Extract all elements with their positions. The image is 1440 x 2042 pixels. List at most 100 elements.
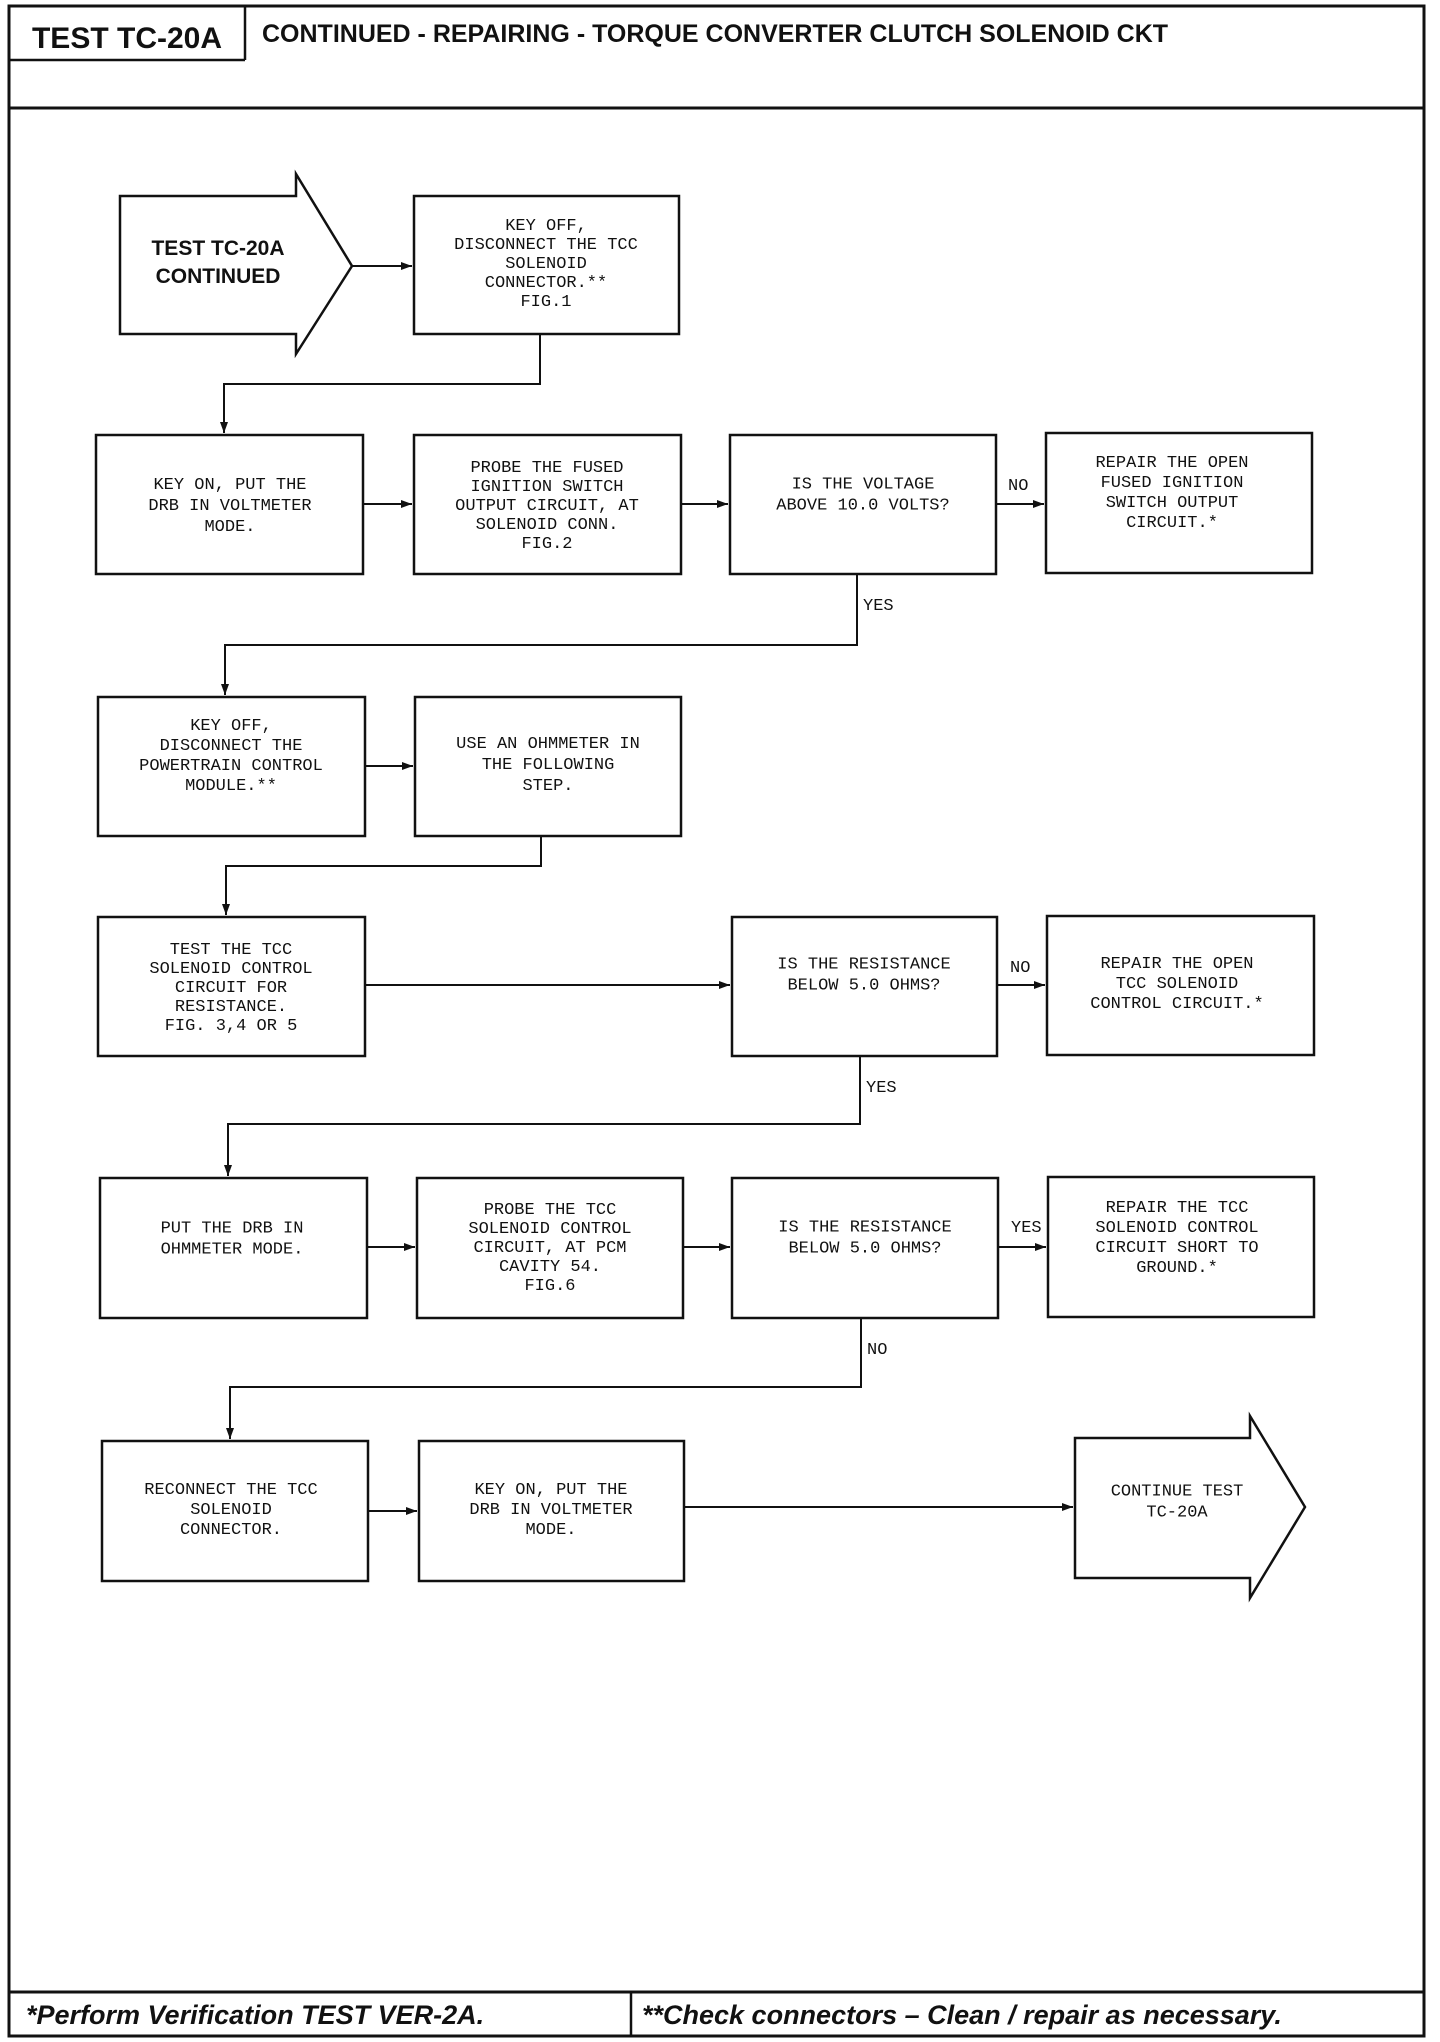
box-text-line: CONTINUED <box>156 265 281 288</box>
box-text-line: RESISTANCE. <box>175 998 287 1017</box>
node-n11: PUT THE DRB IN OHMMETER MODE. <box>161 1220 304 1260</box>
box-text-line: BELOW 5.0 OHMS? <box>787 977 940 996</box>
box-text-line: STEP. <box>522 777 573 796</box>
box-n13 <box>730 1176 1000 1320</box>
footer: *Perform Verification TEST VER-2A. **Che… <box>9 1990 1424 2036</box>
box-text-line: SWITCH OUTPUT <box>1106 494 1239 513</box>
node-n7: USE AN OHMMETER IN THE FOLLOWING STEP. <box>456 735 640 796</box>
box-text-line: FIG. 3,4 OR 5 <box>165 1017 298 1036</box>
box-text-line: BELOW 5.0 OHMS? <box>788 1240 941 1259</box>
page-border <box>7 4 1426 2038</box>
conn-n1-n2 <box>220 334 541 433</box>
box-text-line: MODE. <box>525 1521 576 1540</box>
box-text-line: PUT THE DRB IN <box>161 1220 304 1239</box>
box-text-line: CONNECTOR. <box>180 1521 282 1540</box>
box-text-line: DRB IN VOLTMETER <box>148 497 311 516</box>
box-text-line: SOLENOID <box>190 1501 272 1520</box>
box-text-line: KEY ON, PUT THE <box>474 1481 627 1500</box>
box-text-line: RECONNECT THE TCC <box>144 1481 317 1500</box>
box-text-line: SOLENOID CONTROL <box>149 960 312 979</box>
process-boxes <box>94 194 1316 1583</box>
conn-n13-n15 <box>226 1318 862 1439</box>
box-n16 <box>417 1439 686 1583</box>
box-n4 <box>728 433 998 576</box>
box-text-line: CIRCUIT SHORT TO <box>1095 1239 1258 1258</box>
box-n2 <box>94 433 365 576</box>
box-n7 <box>413 695 683 838</box>
box-text-line: TEST TC-20A <box>151 237 284 260</box>
box-text-line: TC-20A <box>1146 1504 1208 1523</box>
box-text-line: REPAIR THE OPEN <box>1095 454 1248 473</box>
label-no-1: NO <box>1008 477 1028 496</box>
box-text-line: OUTPUT CIRCUIT, AT <box>455 497 639 516</box>
box-n3 <box>412 433 683 576</box>
box-text-line: SOLENOID CONTROL <box>468 1220 631 1239</box>
box-text-line: CONNECTOR.** <box>485 274 607 293</box>
box-text-line: GROUND.* <box>1136 1259 1218 1278</box>
box-n14 <box>1046 1175 1316 1319</box>
node-n2: KEY ON, PUT THE DRB IN VOLTMETER MODE. <box>148 476 311 537</box>
box-text-line: PROBE THE FUSED <box>470 459 623 478</box>
box-n1 <box>412 194 681 336</box>
start-arrow-shape <box>118 169 354 359</box>
box-text-line: SOLENOID CONTROL <box>1095 1219 1258 1238</box>
box-n8 <box>96 915 367 1058</box>
box-text-line: ABOVE 10.0 VOLTS? <box>776 497 949 516</box>
box-text-line: USE AN OHMMETER IN <box>456 735 640 754</box>
conn-n9-n11 <box>224 1056 861 1176</box>
node-n4: IS THE VOLTAGE ABOVE 10.0 VOLTS? <box>776 476 949 516</box>
start-node: TEST TC-20A CONTINUED <box>151 237 284 288</box>
box-text-line: FUSED IGNITION <box>1101 474 1244 493</box>
box-n15 <box>100 1439 370 1583</box>
label-yes-1: YES <box>863 597 894 616</box>
box-text-line: KEY OFF, <box>505 217 587 236</box>
box-n5 <box>1044 431 1314 575</box>
box-text-line: CONTROL CIRCUIT.* <box>1090 995 1263 1014</box>
box-text-line: SOLENOID <box>505 255 587 274</box>
box-text-line: CAVITY 54. <box>499 1258 601 1277</box>
node-n13: IS THE RESISTANCE BELOW 5.0 OHMS? <box>778 1219 951 1259</box>
footer-note-connectors: **Check connectors – Clean / repair as n… <box>642 2000 1282 2030</box>
label-yes-3: YES <box>1011 1219 1042 1238</box>
header: TEST TC-20A CONTINUED - REPAIRING - TORQ… <box>9 6 1424 110</box>
connectors <box>220 262 1073 1515</box>
box-text-line: KEY ON, PUT THE <box>153 476 306 495</box>
box-text-line: SOLENOID CONN. <box>476 516 619 535</box>
box-n11 <box>98 1176 369 1320</box>
box-text-line: CONTINUE TEST <box>1111 1483 1244 1502</box>
box-text-line: DRB IN VOLTMETER <box>469 1501 632 1520</box>
box-text-line: FIG.1 <box>520 293 571 312</box>
label-no-2: NO <box>1010 959 1030 978</box>
box-text-line: IS THE VOLTAGE <box>792 476 935 495</box>
box-text-line: PROBE THE TCC <box>484 1201 617 1220</box>
box-text-line: MODE. <box>204 518 255 537</box>
box-text-line: MODULE.** <box>185 777 277 796</box>
box-text-line: REPAIR THE TCC <box>1106 1199 1249 1218</box>
box-text-line: DISCONNECT THE TCC <box>454 236 638 255</box>
box-text-line: CIRCUIT, AT PCM <box>473 1239 626 1258</box>
box-text-line: THE FOLLOWING <box>482 756 615 775</box>
box-text-line: OHMMETER MODE. <box>161 1241 304 1260</box>
end-arrow-shape <box>1073 1411 1307 1603</box>
box-text-line: KEY OFF, <box>190 717 272 736</box>
box-text-line: DISCONNECT THE <box>160 737 303 756</box>
box-text-line: POWERTRAIN CONTROL <box>139 757 323 776</box>
box-text-line: IGNITION SWITCH <box>470 478 623 497</box>
test-id: TEST TC-20A <box>32 22 222 55</box>
conn-n4-n6 <box>221 574 858 695</box>
label-yes-2: YES <box>866 1079 897 1098</box>
box-text-line: IS THE RESISTANCE <box>778 1219 951 1238</box>
box-n10 <box>1045 914 1316 1057</box>
box-text-line: FIG.2 <box>521 535 572 554</box>
label-no-3: NO <box>867 1341 887 1360</box>
